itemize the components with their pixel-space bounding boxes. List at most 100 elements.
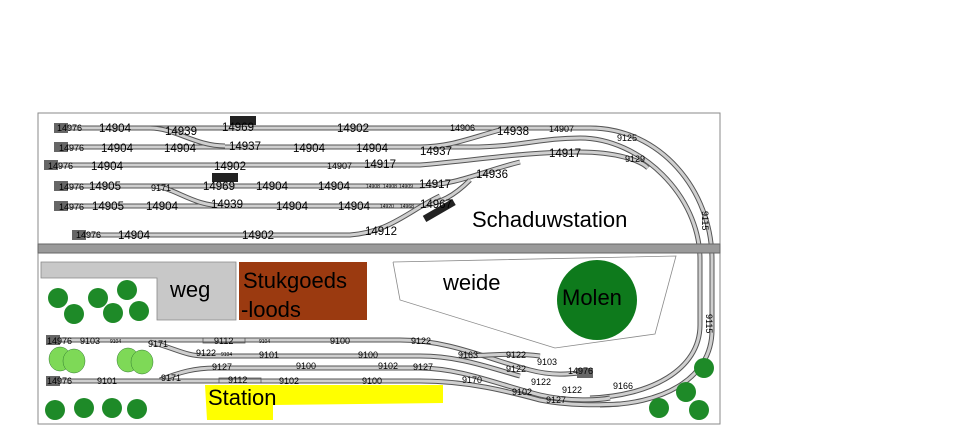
track-label: 14904 <box>164 143 197 155</box>
track-label: 14969 <box>203 181 235 193</box>
track-label: 14937 <box>229 141 261 153</box>
track-part-numbers: 14976 14904 14939 14969 14902 14906 1493… <box>47 122 714 405</box>
track-label: 9127 <box>212 362 232 372</box>
track-label: 14976 <box>59 182 84 192</box>
track-label: 14976 <box>59 202 84 212</box>
track-label: 14907 <box>327 161 352 171</box>
weg-road <box>40 261 237 321</box>
track-label: 14904 <box>256 181 289 193</box>
label-stukgoeds: Stukgoeds <box>243 268 347 293</box>
stukgoeds-loods <box>239 262 367 320</box>
track-label: 9125 <box>617 133 637 143</box>
track-label: 9101 <box>97 376 117 386</box>
track-label: 9127 <box>546 395 566 405</box>
track-label: 9100 <box>296 361 316 371</box>
track-label: 14917 <box>364 159 396 171</box>
track-label: 9122 <box>196 348 216 358</box>
track-label: 9122 <box>506 364 526 374</box>
track-label: 9115 <box>700 211 710 230</box>
label-weg: weg <box>169 277 210 302</box>
track-label: 9104 <box>221 352 232 358</box>
track-label: 9100 <box>330 336 350 346</box>
track-label: 14904 <box>101 143 134 155</box>
track-label: 9104 <box>110 339 121 345</box>
track-label: 9122 <box>411 336 431 346</box>
track-label: 9112 <box>214 336 233 346</box>
track-label: 9171 <box>161 373 181 383</box>
track-label: 14967 <box>420 199 452 211</box>
track-label: 14936 <box>476 169 508 181</box>
track-label: 14969 <box>222 122 254 134</box>
track-label: 14904 <box>276 201 309 213</box>
track-label: 14976 <box>47 376 72 386</box>
track-label: 9100 <box>358 350 378 360</box>
backdrop-divider <box>37 243 721 254</box>
buffer-stops-station <box>46 335 593 386</box>
track-label: 9100 <box>362 376 382 386</box>
shadow-station-tracks <box>48 125 715 408</box>
station-platform <box>205 385 443 420</box>
track-label: 14906 <box>450 123 475 133</box>
track-label: 14904 <box>318 181 351 193</box>
locomotive-1 <box>230 116 256 125</box>
track-label: 9122 <box>562 385 582 395</box>
track-label: 14904 <box>118 230 151 242</box>
track-label: 14976 <box>76 230 101 240</box>
label-station: Station <box>208 385 277 410</box>
track-label: 14976 <box>47 336 72 346</box>
track-label: 9104 <box>259 339 270 345</box>
track-label: 14938 <box>497 126 529 138</box>
track-label: 14939 <box>165 126 197 138</box>
track-label: 9122 <box>506 350 526 360</box>
track-label: 14976 <box>57 123 82 133</box>
molen-circle <box>557 260 637 340</box>
track-label: 9102 <box>378 361 398 371</box>
track-label: 14908 <box>383 184 397 190</box>
label-schaduwstation: Schaduwstation <box>472 207 627 232</box>
station-tracks <box>48 337 621 408</box>
track-label: 14904 <box>338 201 371 213</box>
track-label: 14976 <box>568 366 593 376</box>
track-label: 14976 <box>48 161 73 171</box>
track-label: 14912 <box>365 226 397 238</box>
track-label: 9171 <box>148 339 168 349</box>
track-label: 14968 <box>400 204 414 210</box>
track-label: 9163 <box>458 350 478 360</box>
shrubs <box>48 346 154 375</box>
track-label: 14902 <box>242 230 274 242</box>
track-label: 9101 <box>259 350 279 360</box>
track-label: 14937 <box>420 146 452 158</box>
track-label: 9103 <box>537 357 557 367</box>
track-label: 9170 <box>462 375 482 385</box>
track-label: 9103 <box>80 336 100 346</box>
track-label: 14920 <box>380 204 394 210</box>
track-label: 14907 <box>549 124 574 134</box>
locomotive-2 <box>212 173 238 182</box>
track-label: 14904 <box>293 143 326 155</box>
label-molen: Molen <box>562 285 622 310</box>
track-label: 14902 <box>337 123 369 135</box>
track-label: 14905 <box>92 201 124 213</box>
track-label: 14917 <box>549 148 581 160</box>
label-loods: -loods <box>241 297 301 322</box>
track-label: 14939 <box>211 199 243 211</box>
uncoupler-marks <box>202 337 262 384</box>
track-label: 9122 <box>531 377 551 387</box>
locomotive-3 <box>422 198 456 222</box>
track-label: 14904 <box>99 123 132 135</box>
track-label: 14904 <box>356 143 389 155</box>
track-label: 9166 <box>613 381 633 391</box>
track-label: 14902 <box>214 161 246 173</box>
track-label: 14905 <box>89 181 121 193</box>
trees <box>45 280 714 420</box>
track-label: 9102 <box>512 387 532 397</box>
weide-fence <box>392 255 677 349</box>
track-label: 9102 <box>279 376 299 386</box>
track-label: 14904 <box>146 201 179 213</box>
track-label: 14976 <box>59 143 84 153</box>
buffer-stops-shadow <box>44 123 86 240</box>
track-label: 14909 <box>399 184 413 190</box>
track-label: 9129 <box>625 154 645 164</box>
track-label: 14904 <box>91 161 124 173</box>
